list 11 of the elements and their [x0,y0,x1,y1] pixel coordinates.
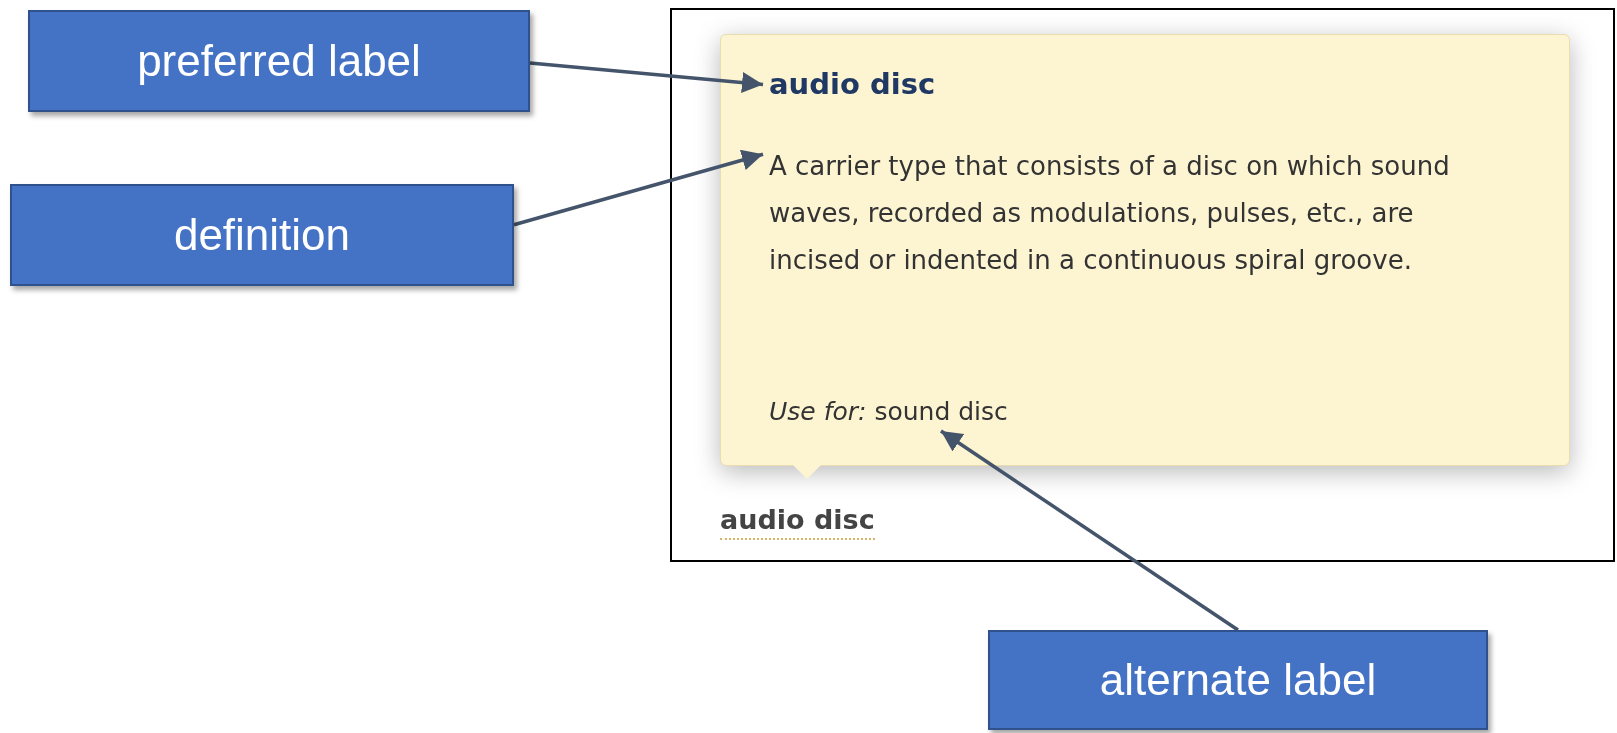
screenshot-frame [670,8,1615,562]
term-link: audio disc [720,504,875,541]
callout-box: definition [10,184,514,286]
use-for-text: Use for: sound disc [769,397,1008,427]
definition-text: A carrier type that consists of a disc on which sound waves, recorded as modulations, pulses, etc., are incised or indented in a continuous spiral groove. [769,143,1489,284]
callout-box: alternate label [988,630,1488,730]
leader-arrow [513,149,764,227]
leader-arrow [529,61,764,93]
term-heading: audio disc [769,67,936,102]
leader-arrow [939,429,1239,632]
callout-box: preferred label [28,10,530,112]
